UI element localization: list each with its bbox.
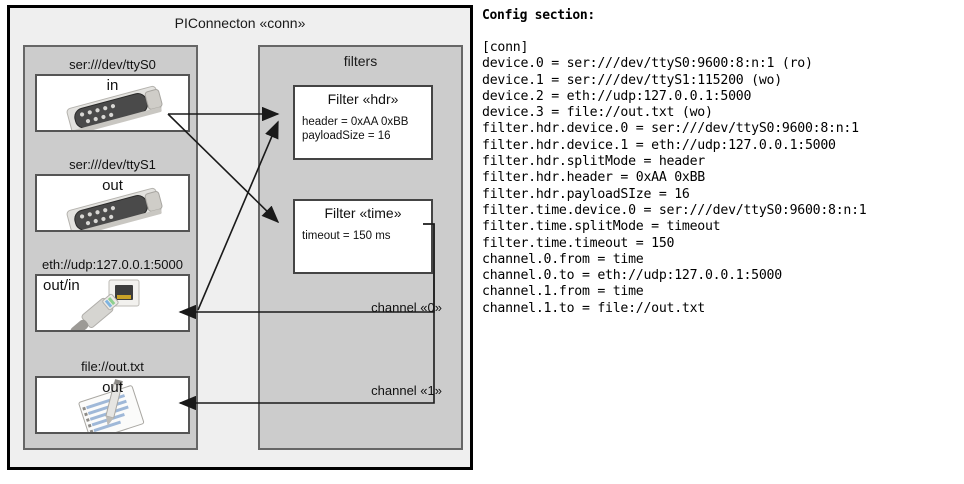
device-box-eth[interactable]: out/in [35, 274, 190, 332]
filter-time-box[interactable]: Filter «time» timeout = 150 ms [293, 199, 433, 274]
filter-hdr-attr-payloadsize: payloadSize = 16 [302, 130, 391, 142]
filters-panel-title: filters [343, 53, 378, 69]
filter-hdr-box[interactable]: Filter «hdr» header = 0xAA 0xBB payloadS… [293, 85, 433, 160]
device-node-file[interactable]: file://out.txt out [35, 359, 190, 434]
ethernet-plug-icon [37, 276, 188, 330]
config-line: device.2 = eth://udp:127.0.0.1:5000 [482, 88, 752, 104]
filter-time-title: Filter «time» [324, 205, 402, 221]
config-line: filter.hdr.header = 0xAA 0xBB [482, 170, 705, 186]
config-line: filter.time.device.0 = ser:///dev/ttyS0:… [482, 202, 867, 218]
config-line: filter.hdr.payloadSIze = 16 [482, 186, 690, 202]
device-label-eth: eth://udp:127.0.0.1:5000 [42, 257, 183, 272]
config-line: filter.hdr.splitMode = header [482, 154, 705, 170]
text-file-icon [37, 378, 188, 432]
device-label-ttys1: ser:///dev/ttyS1 [69, 157, 156, 172]
device-node-ttys1[interactable]: ser:///dev/ttyS1 out [35, 157, 190, 232]
config-line: filter.hdr.device.0 = ser:///dev/ttyS0:9… [482, 121, 859, 137]
serial-port-icon [37, 176, 188, 230]
serial-port-icon [37, 76, 188, 130]
diagram-frame: PIConnecton «conn» ser:///dev/ttyS0 in [7, 5, 473, 470]
config-line: device.1 = ser:///dev/ttyS1:115200 (wo) [482, 72, 782, 88]
config-line: filter.time.timeout = 150 [482, 235, 675, 251]
devices-panel: ser:///dev/ttyS0 in [23, 45, 198, 450]
config-pane: Config section: [conn]device.0 = ser:///… [482, 8, 960, 317]
channel-1-label: channel «1» [371, 383, 442, 398]
filter-hdr-title: Filter «hdr» [327, 91, 399, 107]
device-node-ttys0[interactable]: ser:///dev/ttyS0 in [35, 57, 190, 132]
device-node-eth[interactable]: eth://udp:127.0.0.1:5000 out/in [35, 257, 190, 332]
config-line: filter.time.splitMode = timeout [482, 219, 721, 235]
config-line: [conn] [482, 40, 529, 55]
config-lines: [conn]device.0 = ser:///dev/ttyS0:9600:8… [482, 40, 960, 317]
config-line: channel.1.to = file://out.txt [482, 300, 705, 316]
device-label-file: file://out.txt [81, 359, 144, 374]
config-heading: Config section: [482, 8, 595, 23]
filter-time-attr-timeout: timeout = 150 ms [302, 230, 391, 242]
config-line: device.0 = ser:///dev/ttyS0:9600:8:n:1 (… [482, 56, 813, 72]
config-line: device.3 = file://out.txt (wo) [482, 105, 713, 121]
device-box-file[interactable]: out [35, 376, 190, 434]
diagram-title: PIConnecton «conn» [174, 15, 306, 31]
device-label-ttys0: ser:///dev/ttyS0 [69, 57, 156, 72]
channel-0-label: channel «0» [371, 300, 442, 315]
config-line: channel.1.from = time [482, 284, 644, 300]
device-box-ttys1[interactable]: out [35, 174, 190, 232]
config-line: filter.hdr.device.1 = eth://udp:127.0.0.… [482, 137, 836, 153]
device-box-ttys0[interactable]: in [35, 74, 190, 132]
filter-hdr-attr-header: header = 0xAA 0xBB [302, 116, 409, 128]
config-line: channel.0.from = time [482, 251, 644, 267]
config-line: channel.0.to = eth://udp:127.0.0.1:5000 [482, 268, 782, 284]
